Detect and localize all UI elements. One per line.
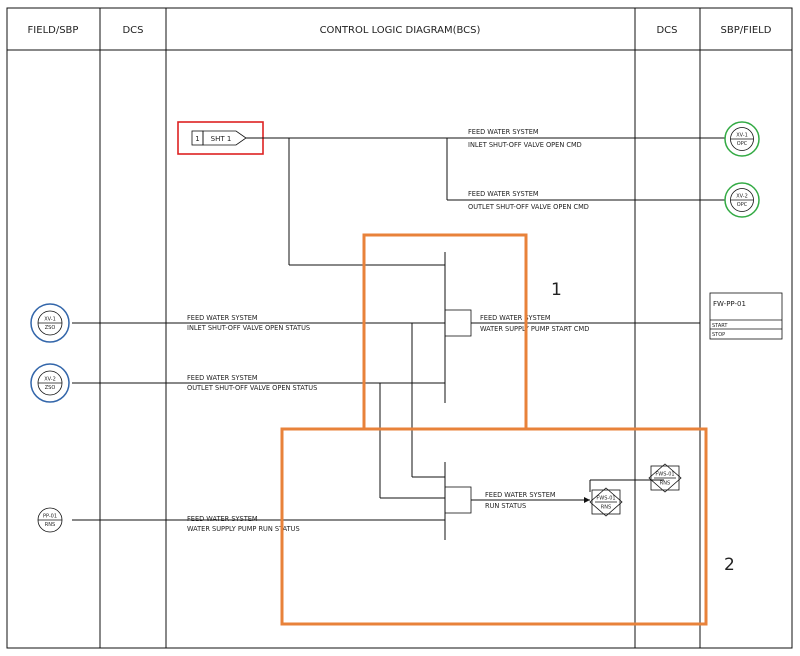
input-tag-pp01-top: PP-01	[43, 514, 57, 520]
pump-station-start: START	[712, 323, 728, 329]
and-gate-run	[444, 486, 472, 514]
output-tag-xv2-bottom: OPC	[737, 202, 748, 208]
header-dcs-left: DCS	[122, 25, 143, 36]
sheet-ref-number: 1	[195, 135, 199, 143]
input-tag-xv2-zso[interactable]: XV-2 ZSO	[30, 363, 70, 403]
run-tag-top: FWS-01	[596, 496, 615, 502]
input-tag-pp01-rns[interactable]: PP-01 RNS	[37, 507, 63, 533]
header-dcs-right: DCS	[656, 25, 677, 36]
header-sbp-field: SBP/FIELD	[721, 25, 772, 36]
output-tag-xv1-bottom: OPC	[737, 141, 748, 147]
output-signal-2-desc: OUTLET SHUT-OFF VALVE OPEN CMD	[468, 203, 589, 211]
output-signal-2-system: FEED WATER SYSTEM	[468, 190, 539, 198]
input-signal-3-system: FEED WATER SYSTEM	[187, 515, 258, 523]
logic-wiring	[72, 137, 725, 540]
output-tag-xv1-top: XV-1	[736, 133, 748, 139]
output-signal-1-system: FEED WATER SYSTEM	[468, 128, 539, 136]
input-tag-xv2-bottom: ZSO	[45, 385, 56, 391]
run-status-system: FEED WATER SYSTEM	[485, 491, 556, 499]
pump-start-system: FEED WATER SYSTEM	[480, 314, 551, 322]
input-tag-xv1-top: XV-1	[44, 317, 56, 323]
sheet-ref-text: SHT 1	[211, 135, 232, 143]
input-tag-pp01-bottom: RNS	[45, 522, 55, 528]
pump-station-stop: STOP	[712, 332, 725, 338]
input-signal-2-system: FEED WATER SYSTEM	[187, 374, 258, 382]
header-field-sbp: FIELD/SBP	[28, 25, 79, 36]
diagram-frame	[6, 7, 793, 649]
header-control-logic: CONTROL LOGIC DIAGRAM(BCS)	[320, 25, 481, 36]
input-tag-xv1-bottom: ZSO	[45, 325, 56, 331]
output-tag-xv2-opc[interactable]: XV-2 OPC	[724, 182, 760, 218]
annotation-1: 1	[551, 280, 562, 300]
sbp-tag-bottom: RNS	[660, 481, 670, 487]
run-tag-bottom: RNS	[601, 505, 611, 511]
annotation-2: 2	[724, 555, 735, 575]
output-tag-xv2-top: XV-2	[736, 194, 748, 200]
highlight-region-2	[280, 427, 708, 626]
run-status-desc: RUN STATUS	[485, 502, 526, 510]
sbp-run-tag[interactable]: FWS-01 RNS	[648, 463, 682, 493]
run-status-tag[interactable]: FWS-01 RNS	[589, 487, 623, 517]
output-tag-xv1-opc[interactable]: XV-1 OPC	[724, 121, 760, 157]
pump-start-desc: WATER SUPPLY PUMP START CMD	[480, 325, 589, 333]
input-signal-2-desc: OUTLET SHUT-OFF VALVE OPEN STATUS	[187, 384, 317, 392]
input-tag-xv2-top: XV-2	[44, 377, 56, 383]
and-gate-start	[444, 309, 472, 337]
input-signal-1-desc: INLET SHUT-OFF VALVE OPEN STATUS	[187, 324, 310, 332]
input-signal-1-system: FEED WATER SYSTEM	[187, 314, 258, 322]
pump-station-title: FW-PP-01	[713, 300, 746, 308]
input-signal-3-desc: WATER SUPPLY PUMP RUN STATUS	[187, 525, 300, 533]
pump-station-box[interactable]: FW-PP-01 START STOP	[709, 292, 783, 340]
sbp-tag-top: FWS-01	[655, 472, 674, 478]
input-tag-xv1-zso[interactable]: XV-1 ZSO	[30, 303, 70, 343]
output-signal-1-desc: INLET SHUT-OFF VALVE OPEN CMD	[468, 141, 582, 149]
